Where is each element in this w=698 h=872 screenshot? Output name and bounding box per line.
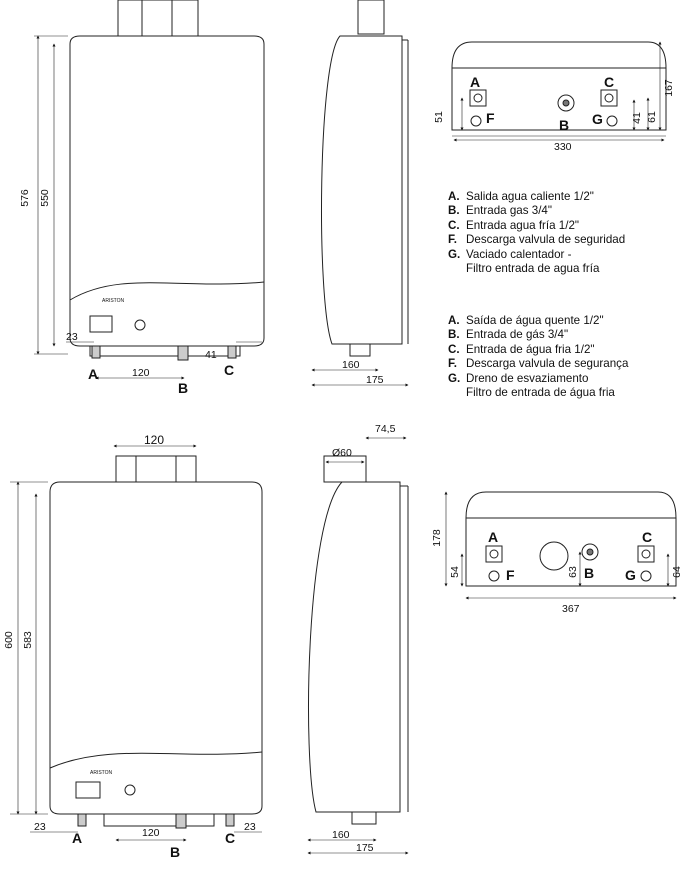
top-side-view	[311, 0, 409, 387]
top-side-flue	[357, 0, 385, 35]
bottom-bottom-overall-height: 178	[431, 529, 443, 547]
bottom-connection-plate	[103, 813, 215, 827]
heater-casing	[69, 35, 265, 347]
bottom-front-total-height: 600	[3, 631, 15, 649]
pipe-c	[227, 345, 237, 359]
display-window	[89, 315, 113, 333]
bottom-bottom-gas	[581, 543, 599, 561]
bottom-front-label-b: B	[170, 844, 180, 860]
top-bottom-label-b: B	[559, 117, 569, 133]
bottom-view-pipe-a	[469, 89, 487, 107]
top-bottom-label-c: C	[604, 74, 614, 90]
legend-item: F.Descarga valvula de seguridad	[448, 233, 626, 247]
legend-spanish: A.Salida agua caliente 1/2" B.Entrada ga…	[448, 190, 625, 276]
bottom-side-view	[307, 436, 409, 855]
bottom-front-label-a: A	[72, 830, 82, 846]
bottom-view-gas	[557, 94, 575, 112]
bottom-heater-casing	[49, 481, 263, 815]
bottom-view-pipe-c	[600, 89, 618, 107]
top-front-body-height: 550	[39, 189, 51, 207]
bottom-front-left-offset: 23	[34, 821, 46, 833]
legend-item: Filtro de entrada de água fria	[466, 386, 615, 400]
bottom-flue-bracket	[115, 455, 197, 483]
top-bottom-height-right-outer: 61	[646, 111, 658, 123]
bottom-side-depth-total: 175	[356, 842, 374, 854]
legend-item: A.Saída de água quente 1/2"	[448, 314, 604, 327]
bottom-bottom-label-f: F	[506, 567, 515, 583]
legend-item: G.Dreno de esvaziamento	[448, 371, 589, 385]
top-front-label-c: C	[224, 362, 234, 378]
bottom-front-label-c: C	[225, 830, 235, 846]
bottom-side-depth-pipes: 160	[332, 829, 350, 841]
bottom-front-pipe-spacing: 120	[142, 827, 160, 839]
top-bottom-label-g: G	[592, 111, 603, 127]
top-bottom-view	[451, 41, 667, 142]
control-knob	[134, 319, 146, 331]
pipe-b	[177, 345, 189, 361]
legend-item: B.Entrada gas 3/4"	[448, 204, 552, 218]
bottom-bottom-width: 367	[562, 603, 580, 615]
bottom-bottom-height-right: 64	[671, 566, 683, 578]
bottom-casing-curve	[49, 751, 263, 769]
pipe-a	[91, 345, 101, 359]
top-bottom-height-right-inner: 41	[631, 112, 643, 124]
top-bottom-height-left: 51	[433, 111, 445, 123]
bottom-side-flue-diameter: Ø60	[332, 447, 352, 459]
legend-item: C.Entrada agua fría 1/2"	[448, 218, 580, 232]
top-front-label-b: B	[178, 380, 188, 396]
bottom-side-flue	[323, 455, 367, 483]
top-front-right-offset: 41	[205, 349, 217, 361]
legend-item: Filtro entrada de agua fría	[466, 262, 600, 276]
top-bottom-label-a: A	[470, 74, 480, 90]
bottom-bottom-pipe-a	[485, 545, 503, 563]
bottom-bottom-label-b: B	[584, 565, 594, 581]
top-side-depth-pipes: 160	[342, 359, 360, 371]
bottom-display-window	[75, 781, 101, 799]
bottom-bottom-fan	[539, 541, 569, 571]
legend-item: C.Entrada de água fria 1/2"	[448, 342, 595, 356]
top-bottom-width: 330	[554, 141, 572, 153]
top-front-brand: ARISTON	[102, 298, 125, 304]
top-front-label-a: A	[88, 366, 98, 382]
legend-item: G.Vaciado calentador -	[448, 247, 572, 261]
legend-item: F.Descarga valvula de segurança	[448, 357, 629, 371]
legend-item: B.Entrada de gás 3/4"	[448, 328, 569, 342]
casing-curve	[69, 281, 265, 301]
bottom-side-pipes	[351, 811, 377, 825]
bottom-front-body-height: 583	[22, 631, 34, 649]
top-side-depth-total: 175	[366, 374, 384, 386]
top-bottom-label-f: F	[486, 110, 495, 126]
side-casing	[321, 35, 403, 345]
bottom-front-top-spacing: 120	[144, 433, 164, 447]
bottom-side-flue-offset: 74,5	[375, 423, 396, 435]
top-front-pipe-spacing: 120	[132, 367, 150, 379]
top-side-pipes	[349, 343, 371, 357]
bottom-control-knob	[124, 784, 136, 796]
bottom-front-brand: ARISTON	[90, 770, 113, 776]
bottom-bottom-label-c: C	[642, 529, 652, 545]
legend-portuguese: A.Saída de água quente 1/2" B.Entrada de…	[448, 314, 628, 400]
bottom-front-right-offset: 23	[244, 821, 256, 833]
legend-item: A.Salida agua caliente 1/2"	[448, 190, 594, 203]
top-flue-bracket	[117, 0, 199, 37]
bottom-side-casing	[308, 481, 401, 813]
bottom-bottom-height-left: 54	[449, 566, 461, 578]
bottom-bottom-pipe-c	[637, 545, 655, 563]
top-front-view	[34, 0, 265, 380]
top-front-left-offset: 23	[66, 331, 78, 343]
bottom-front-view	[10, 444, 263, 842]
top-bottom-overall-height: 167	[663, 79, 675, 97]
bottom-connection-plate	[89, 345, 241, 357]
bottom-bottom-view	[444, 491, 677, 600]
bottom-bottom-label-g: G	[625, 567, 636, 583]
top-front-total-height: 576	[19, 189, 31, 207]
bottom-bottom-label-a: A	[488, 529, 498, 545]
bottom-bottom-height-center: 63	[567, 566, 579, 578]
